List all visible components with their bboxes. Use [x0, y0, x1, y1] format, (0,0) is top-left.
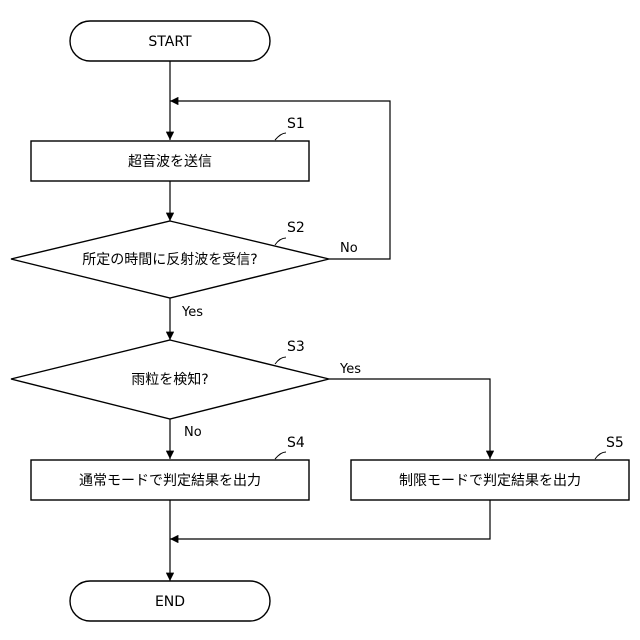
- step-id-s4: S4: [287, 435, 305, 451]
- process-s5-label: 制限モードで判定結果を出力: [399, 473, 581, 489]
- s3-leader: [275, 357, 286, 364]
- start-terminal: START: [70, 21, 270, 61]
- branch-label-s2-no: No: [340, 241, 358, 256]
- s4-leader: [275, 452, 286, 459]
- step-id-s3: S3: [287, 339, 305, 355]
- s5-leader: [595, 452, 606, 459]
- process-s4-label: 通常モードで判定結果を出力: [79, 473, 261, 489]
- branch-label-s3-yes: Yes: [339, 362, 361, 377]
- branch-label-s2-yes: Yes: [181, 305, 203, 320]
- process-s5: 制限モードで判定結果を出力: [351, 460, 629, 500]
- process-s1-label: 超音波を送信: [128, 153, 212, 170]
- s2-leader: [275, 238, 286, 245]
- step-id-s1: S1: [287, 116, 305, 132]
- decision-s3: 雨粒を検知?: [11, 340, 329, 419]
- edge-s5-merge: [170, 500, 490, 539]
- edge-s3-yes-to-s5: [329, 379, 490, 459]
- end-terminal: END: [70, 581, 270, 621]
- end-label: END: [155, 594, 185, 610]
- s1-leader: [275, 133, 286, 140]
- start-label: START: [148, 34, 192, 50]
- decision-s3-label: 雨粒を検知?: [131, 371, 208, 388]
- step-id-s5: S5: [606, 435, 624, 451]
- decision-s2-label: 所定の時間に反射波を受信?: [82, 252, 257, 268]
- step-id-s2: S2: [287, 220, 305, 236]
- branch-label-s3-no: No: [184, 425, 202, 440]
- process-s4: 通常モードで判定結果を出力: [31, 460, 309, 500]
- process-s1: 超音波を送信: [31, 141, 309, 181]
- decision-s2: 所定の時間に反射波を受信?: [11, 221, 329, 298]
